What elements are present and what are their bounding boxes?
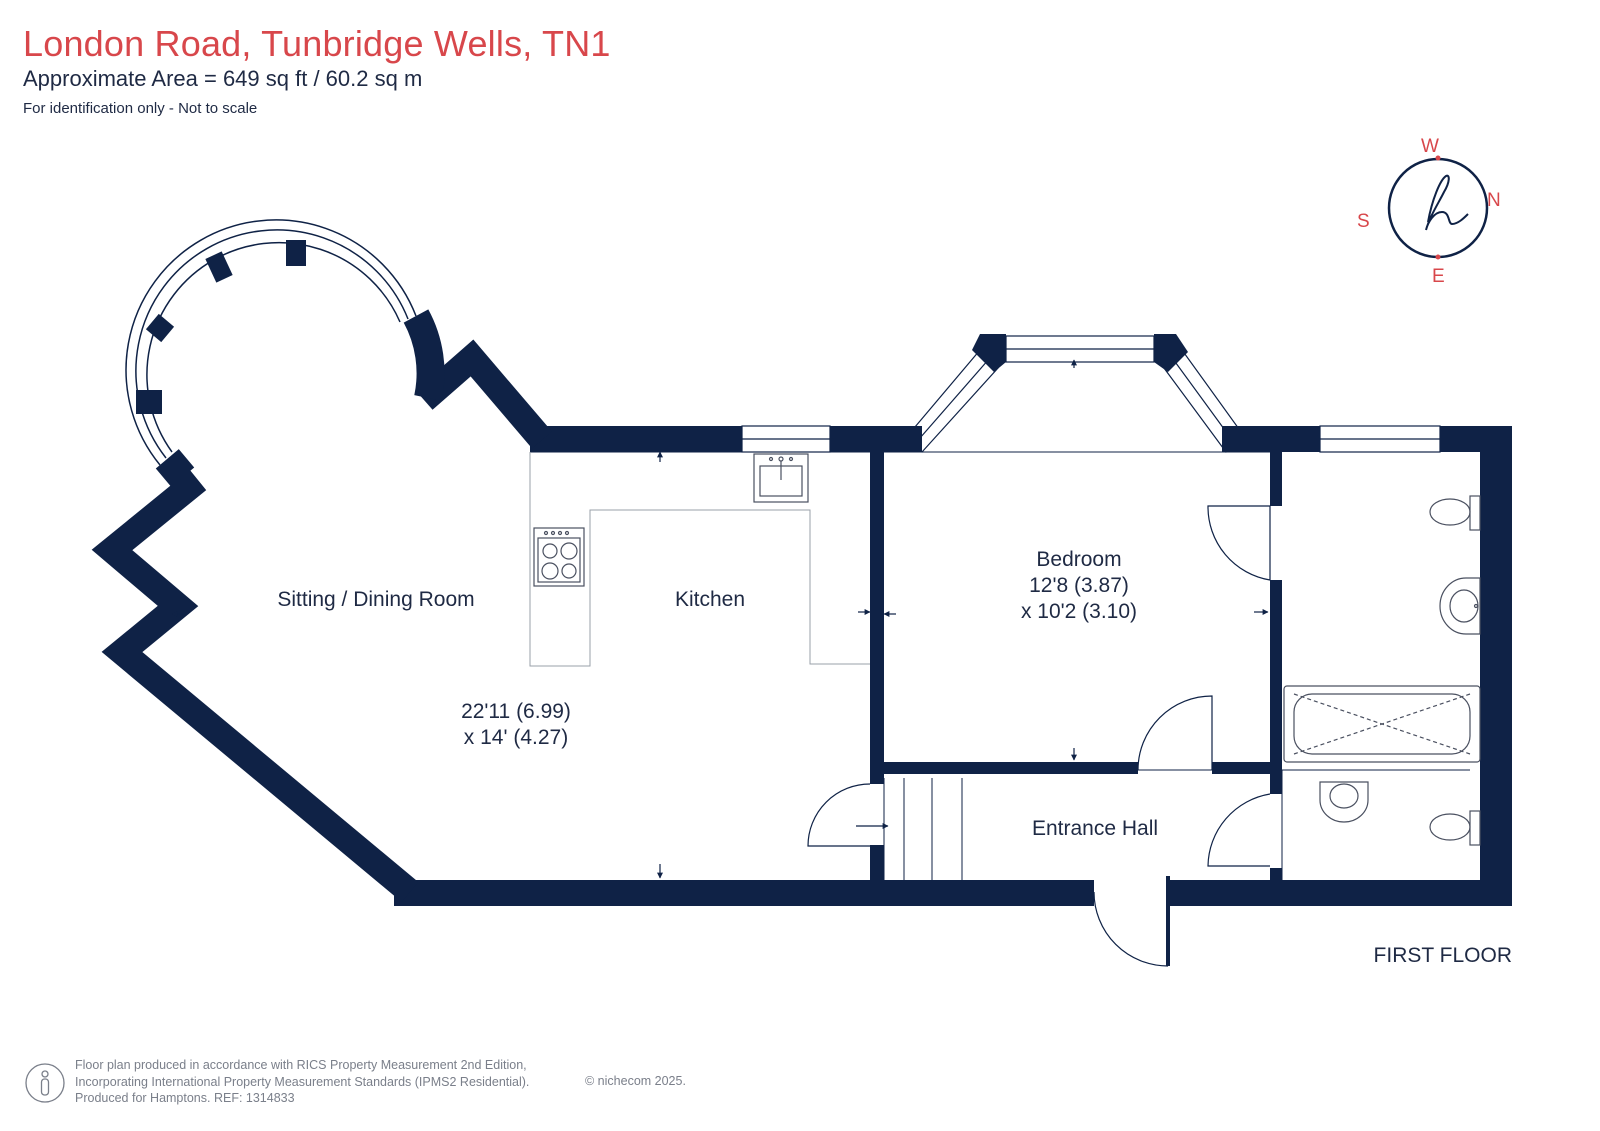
footer-copyright: © nichecom 2025. <box>585 1074 686 1088</box>
compass-south: S <box>1357 211 1370 232</box>
footer-line-2: Incorporating International Property Mea… <box>75 1074 530 1089</box>
identification-note: For identification only - Not to scale <box>23 100 258 117</box>
inner-outlines <box>530 451 1470 880</box>
round-bay-window <box>125 219 417 466</box>
kitchen-sink-icon <box>753 453 809 503</box>
compass-west: W <box>1421 136 1439 157</box>
kitchen-window <box>741 425 831 453</box>
footer-line-1: Floor plan produced in accordance with R… <box>75 1058 527 1072</box>
sitting-room-dim-length: 22'11 (6.99) <box>461 700 571 723</box>
bedroom-dim-length: 12'8 (3.87) <box>1029 574 1129 597</box>
stairs <box>883 778 963 880</box>
compass-north: N <box>1487 190 1501 211</box>
footer-line-3: Produced for Hamptons. REF: 1314833 <box>75 1091 295 1105</box>
angled-walls <box>91 309 552 902</box>
bath-icon <box>1283 685 1481 763</box>
approximate-area: Approximate Area = 649 sq ft / 60.2 sq m <box>23 66 423 91</box>
dimension-arrows <box>171 359 1269 879</box>
plan-title: London Road, Tunbridge Wells, TN1 <box>23 23 611 64</box>
kitchen-name: Kitchen <box>675 588 745 611</box>
walls <box>394 426 1512 966</box>
sitting-room-dim-width: x 14' (4.27) <box>464 726 568 749</box>
basin-icon <box>1319 577 1481 823</box>
compass-east: E <box>1432 266 1445 287</box>
hob-icon <box>533 527 585 587</box>
bedroom-dim-width: x 10'2 (3.10) <box>1021 600 1137 623</box>
bedroom-name: Bedroom <box>1036 548 1121 571</box>
bedroom-bay-window <box>903 334 1245 453</box>
doors <box>807 505 1271 967</box>
bathroom-window <box>1319 425 1441 453</box>
sitting-room-name: Sitting / Dining Room <box>277 588 474 611</box>
kitchen-units <box>529 452 870 667</box>
toilet-icon <box>1429 495 1481 846</box>
entrance-hall-name: Entrance Hall <box>1032 817 1158 840</box>
compass-icon: W N S E <box>1357 136 1501 287</box>
footer-notes: Floor plan produced in accordance with R… <box>75 1057 686 1107</box>
info-icon <box>25 1063 65 1103</box>
bay-mullions <box>136 240 306 487</box>
floor-label: FIRST FLOOR <box>1374 944 1512 967</box>
